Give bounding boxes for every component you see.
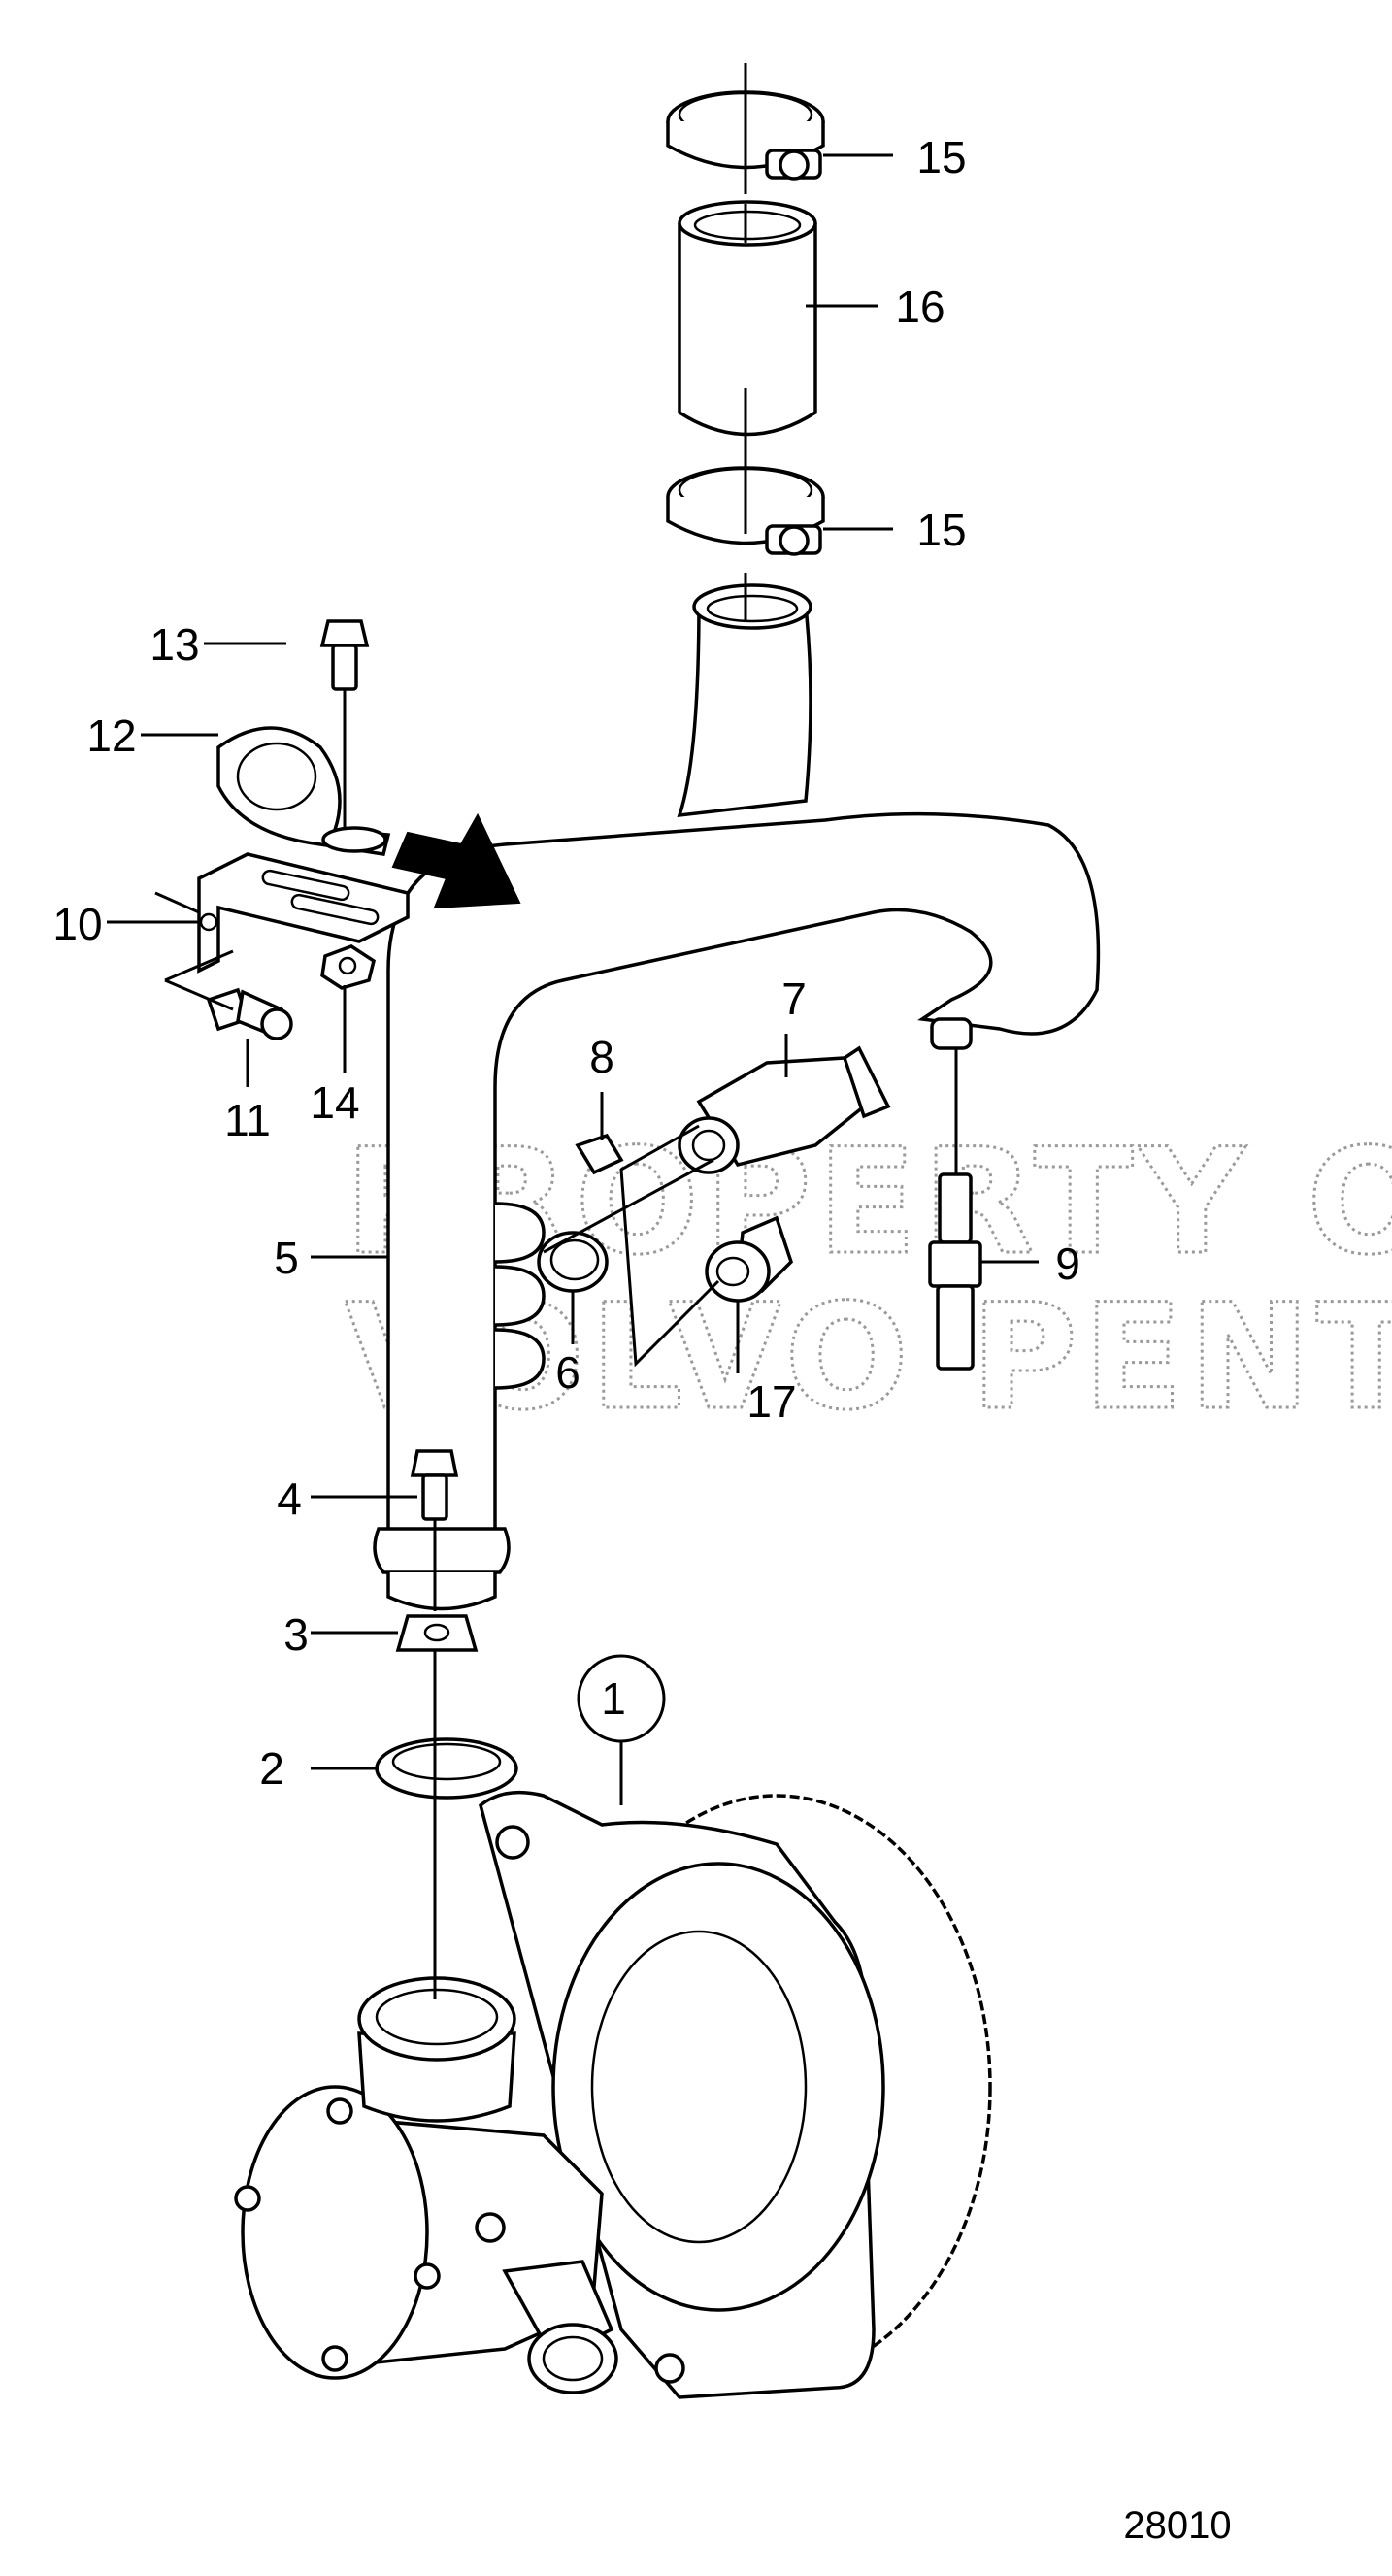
hose xyxy=(678,200,817,437)
plug-8 xyxy=(575,1133,624,1175)
callout-12: 12 xyxy=(86,710,136,761)
bolt-11 xyxy=(206,987,293,1040)
pipe-clamp xyxy=(216,726,391,856)
sealing-ring xyxy=(537,1231,609,1293)
callout-2: 2 xyxy=(259,1743,284,1794)
callout-15-lower: 15 xyxy=(916,505,966,555)
washer-3 xyxy=(395,1614,479,1652)
callout-17: 17 xyxy=(746,1376,796,1427)
plug-17 xyxy=(705,1215,794,1303)
callout-14: 14 xyxy=(310,1077,359,1128)
seawater-pump xyxy=(234,1790,992,2399)
callout-13: 13 xyxy=(149,619,199,670)
callout-9: 9 xyxy=(1055,1238,1080,1289)
callout-8: 8 xyxy=(589,1032,614,1082)
callout-16: 16 xyxy=(895,281,945,332)
callout-1: 1 xyxy=(601,1673,626,1724)
callout-6: 6 xyxy=(555,1347,580,1398)
o-ring-2 xyxy=(375,1737,518,1800)
callout-7: 7 xyxy=(781,974,807,1024)
callout-4: 4 xyxy=(277,1473,302,1524)
callout-15-upper: 15 xyxy=(916,132,966,182)
bracket xyxy=(154,852,410,974)
nut-14 xyxy=(320,944,377,990)
leader-lines xyxy=(107,63,1039,1999)
hose-nipple xyxy=(928,1172,982,1371)
figure-number: 28010 xyxy=(1123,2504,1231,2547)
callout-10: 10 xyxy=(52,899,102,949)
callout-5: 5 xyxy=(274,1233,299,1283)
callout-3: 3 xyxy=(283,1609,309,1660)
temperature-sensor xyxy=(678,1045,891,1174)
bolt-13 xyxy=(319,619,370,691)
direction-arrow xyxy=(391,812,521,909)
callout-labels: 1 2 3 4 5 6 7 8 9 10 11 12 13 14 15 16 1… xyxy=(52,132,1079,1794)
callout-11: 11 xyxy=(224,1095,271,1145)
